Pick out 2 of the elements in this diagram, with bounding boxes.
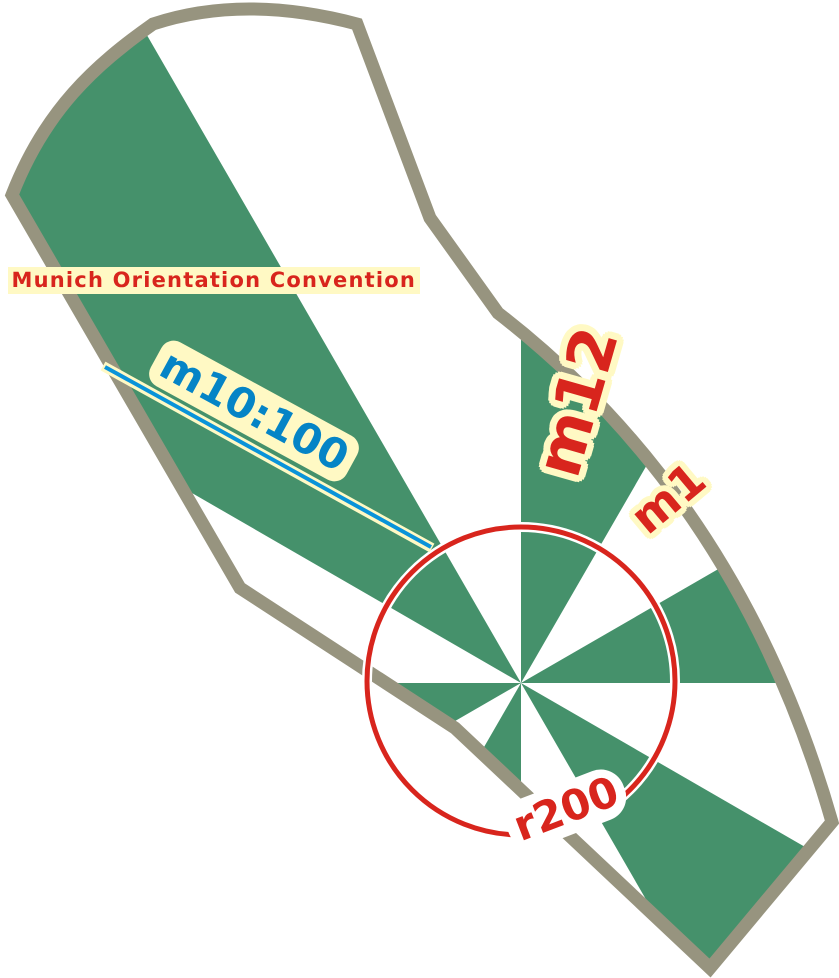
map-label: Munich Orientation Convention <box>8 266 420 294</box>
radius-label: r200 <box>508 770 624 848</box>
